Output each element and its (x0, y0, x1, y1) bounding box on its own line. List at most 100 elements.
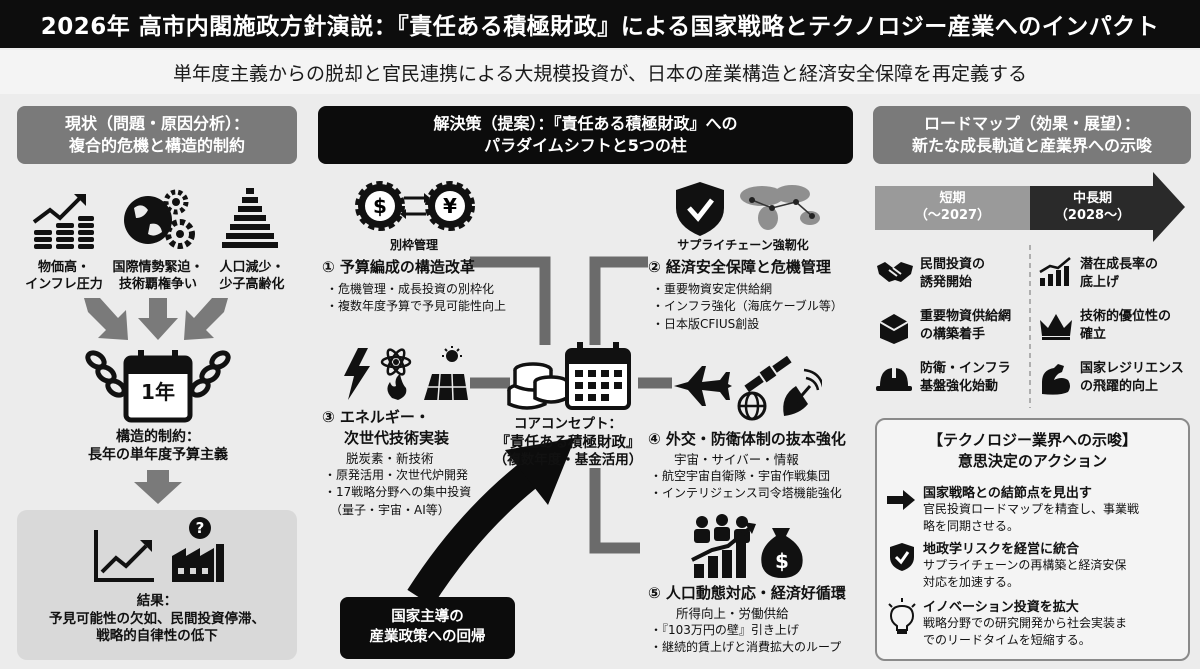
shield-world-map-icon (676, 182, 820, 236)
pillar-1-bullet-2: ・複数年度予算で予見可能性向上 (326, 299, 507, 314)
cause-1-label: 物価高・ インフレ圧力 (25, 260, 103, 292)
pillar-1: ① 予算編成の構造改革 ・危機管理・成長投資の別枠化 ・複数年度予算で予見可能性… (322, 256, 506, 316)
implication-2: 地政学リスクを経営に統合 サプライチェーンの再構築と経済安保 対応を加速する。 (923, 542, 1127, 589)
lightbulb-icon (888, 598, 916, 634)
pillar-1-bullet-1: ・危機管理・成長投資の別枠化 (326, 282, 495, 296)
pillar-2-bullet-3: ・日本版CFIUS創設 (652, 316, 760, 331)
timeline-arrow: 短期 （～2027） 中長期 （2028～） (875, 172, 1185, 242)
down-arrow-2 (138, 298, 178, 340)
pillar-3: ③ エネルギー・ 次世代技術実装 脱炭素・新技術 ・原発活用・次世代炉開発 ・1… (322, 406, 471, 519)
center-header-line2: パラダイムシフトと5つの柱 (484, 136, 687, 155)
calendar-year-label: 1年 (141, 380, 175, 404)
pillar-3-bullet-2: ・17戦略分野への集中投資 (324, 485, 472, 500)
rising-coins-icon (32, 194, 94, 249)
pillar-2-bullet-1: ・重要物資安定供給網 (652, 282, 773, 296)
population-pyramid-icon (222, 188, 278, 248)
page-subtitle: 単年度主義からの脱却と官民連携による大規模投資が、日本の産業構造と経済安全保障を… (0, 50, 1200, 94)
implication-3: イノベーション投資を拡大 戦略分野での研究開発から社会実装ま でのリードタイムを… (923, 600, 1128, 647)
implications-box: 【テクノロジー業界への示唆】 意思決定のアクション 国家戦略との結節点を見出す … (875, 418, 1190, 661)
energy-technology-icon (344, 346, 468, 401)
pillar-4: ④ 外交・防衛体制の抜本強化 宇宙・サイバー・情報 ・航空宇宙自衛隊・宇宙作戦集… (648, 428, 846, 503)
chained-calendar-icon (85, 350, 231, 423)
svg-text:¥: ¥ (443, 194, 457, 218)
pillar-5: ⑤ 人口動態対応・経済好循環 所得向上・労働供給 ・『103万円の壁』引き上げ … (648, 582, 846, 657)
down-arrow-4 (134, 470, 182, 504)
cause-2-label: 国際情勢緊迫・ 技術覇権争い (112, 260, 204, 292)
implications-title: 【テクノロジー業界への示唆】 意思決定のアクション (927, 431, 1138, 470)
pillar-3-bullet-3: （量子・宇宙・AI等） (330, 502, 450, 517)
center-section-header: 解決策（提案）：『責任ある積極財政』への パラダイムシフトと5つの柱 (318, 106, 853, 164)
short-item-3: 防衛・インフラ 基盤強化始動 (920, 361, 1011, 394)
right-section-header: ロードマップ（効果・展望）： 新たな成長軌道と産業界への示唆 (873, 106, 1191, 164)
core-concept: コアコンセプト： 『責任ある積極財政』 （複数年度・基金活用） (478, 416, 658, 470)
long-item-2: 技術的優位性の 確立 (1080, 309, 1172, 342)
strong-arm-icon (1042, 364, 1070, 395)
core-concept-label: コアコンセプト： (514, 416, 622, 432)
implication-1: 国家戦略との結節点を見出す 官民投資ロードマップを精査し、事業戦 略を同期させる… (923, 486, 1140, 533)
currency-exchange-gears-icon: $ ¥ (355, 181, 475, 231)
pillar-5-title: ⑤ 人口動態対応・経済好循環 (648, 584, 846, 602)
structural-constraint: 構造的制約： 長年の単年度予算主義 (88, 429, 228, 464)
coins-calendar-icon (507, 342, 631, 410)
hardhat-icon (876, 366, 912, 391)
defense-space-icon (674, 356, 822, 421)
arrow-right-icon (887, 490, 915, 510)
pillar-3-title-line1: ③ エネルギー・ (322, 408, 430, 426)
rising-trend-icon (94, 530, 154, 582)
left-section-header: 現状（問題・原因分析）： 複合的危機と構造的制約 (17, 106, 297, 164)
left-header-line1: 現状（問題・原因分析）： (64, 114, 249, 134)
down-arrow-3 (184, 298, 228, 340)
pillar-3-title-line2: 次世代技術実装 (344, 429, 450, 447)
connector-pillar-1 (470, 256, 551, 345)
down-arrow-1 (84, 298, 128, 340)
long-item-3: 国家レジリエンス の飛躍的向上 (1080, 361, 1184, 394)
center-header-line1: 解決策（提案）：『責任ある積極財政』への (433, 114, 738, 134)
connector-pillar-2 (589, 256, 648, 345)
short-item-1: 民間投資の 誘発開始 (920, 257, 986, 290)
pillar-2-title: ② 経済安全保障と危機管理 (648, 258, 831, 276)
pillar-5-subtitle: 所得向上・労働供給 (676, 606, 789, 621)
svg-text:$: $ (373, 194, 387, 218)
pillar-4-bullet-2: ・インテリジェンス司令塔機能強化 (650, 486, 842, 501)
short-term-segment: 短期 （～2027） (875, 186, 1030, 230)
result-box (17, 510, 297, 660)
svg-text:$: $ (775, 549, 789, 573)
growth-chart-icon (1039, 257, 1071, 286)
long-term-segment: 中長期 （2028～） (1030, 186, 1155, 230)
box-network-icon (879, 314, 909, 344)
short-item-2: 重要物資供給網 の構築着手 (920, 309, 1012, 342)
pillar-1-title: ① 予算編成の構造改革 (322, 258, 475, 276)
regime-arrow-body (407, 458, 545, 607)
regime-arrow-head (505, 438, 575, 505)
svg-text:?: ? (196, 519, 205, 537)
right-header-line2: 新たな成長軌道と産業界への示唆 (911, 136, 1152, 155)
shield-check-icon (890, 543, 914, 571)
pillar-4-subtitle: 宇宙・サイバー・情報 (674, 452, 799, 467)
crown-icon (1040, 314, 1072, 340)
core-concept-detail: （複数年度・基金活用） (493, 452, 643, 469)
handshake-icon (877, 262, 913, 282)
left-header-line2: 複合的危機と構造的制約 (68, 136, 245, 155)
pillar-3-subtitle: 脱炭素・新技術 (346, 451, 434, 466)
pillar-2-icon-label: サプライチェーン強靭化 (677, 238, 809, 252)
timeline-arrowhead (1153, 172, 1185, 242)
page-title: 2026年 高市内閣施政方針演説：『責任ある積極財政』による国家戦略とテクノロジ… (0, 0, 1200, 48)
result-text: 結果： 予見可能性の欠如、民間投資停滞、 戦略的自律性の低下 (49, 593, 265, 645)
pillar-4-title: ④ 外交・防衛体制の抜本強化 (648, 430, 846, 448)
right-header-line1: ロードマップ（効果・展望）： (923, 114, 1140, 134)
pillar-5-bullet-2: ・継続的賃上げと消費拡大のループ (650, 640, 842, 655)
pillar-2-bullet-2: ・インフラ強化（海底ケーブル等） (652, 299, 843, 314)
industrial-policy-box: 国家主導の 産業政策への回帰 (340, 597, 515, 659)
long-item-1: 潜在成長率の 底上げ (1080, 257, 1159, 290)
globe-gears-icon (124, 189, 195, 249)
core-concept-name: 『責任ある積極財政』 (495, 434, 641, 451)
pillar-1-icon-label: 別枠管理 (389, 238, 438, 252)
pillar-4-bullet-1: ・航空宇宙自衛隊・宇宙作戦集団 (650, 469, 831, 483)
connector-pillar-5 (589, 468, 640, 554)
pillar-3-bullet-1: ・原発活用・次世代炉開発 (324, 468, 469, 482)
pillar-5-bullet-1: ・『103万円の壁』引き上げ (650, 623, 799, 637)
cause-3-label: 人口減少・ 少子高齢化 (219, 260, 285, 292)
pillar-2: ② 経済安全保障と危機管理 ・重要物資安定供給網 ・インフラ強化（海底ケーブル等… (648, 256, 843, 333)
factory-question-icon: ? (172, 517, 224, 582)
